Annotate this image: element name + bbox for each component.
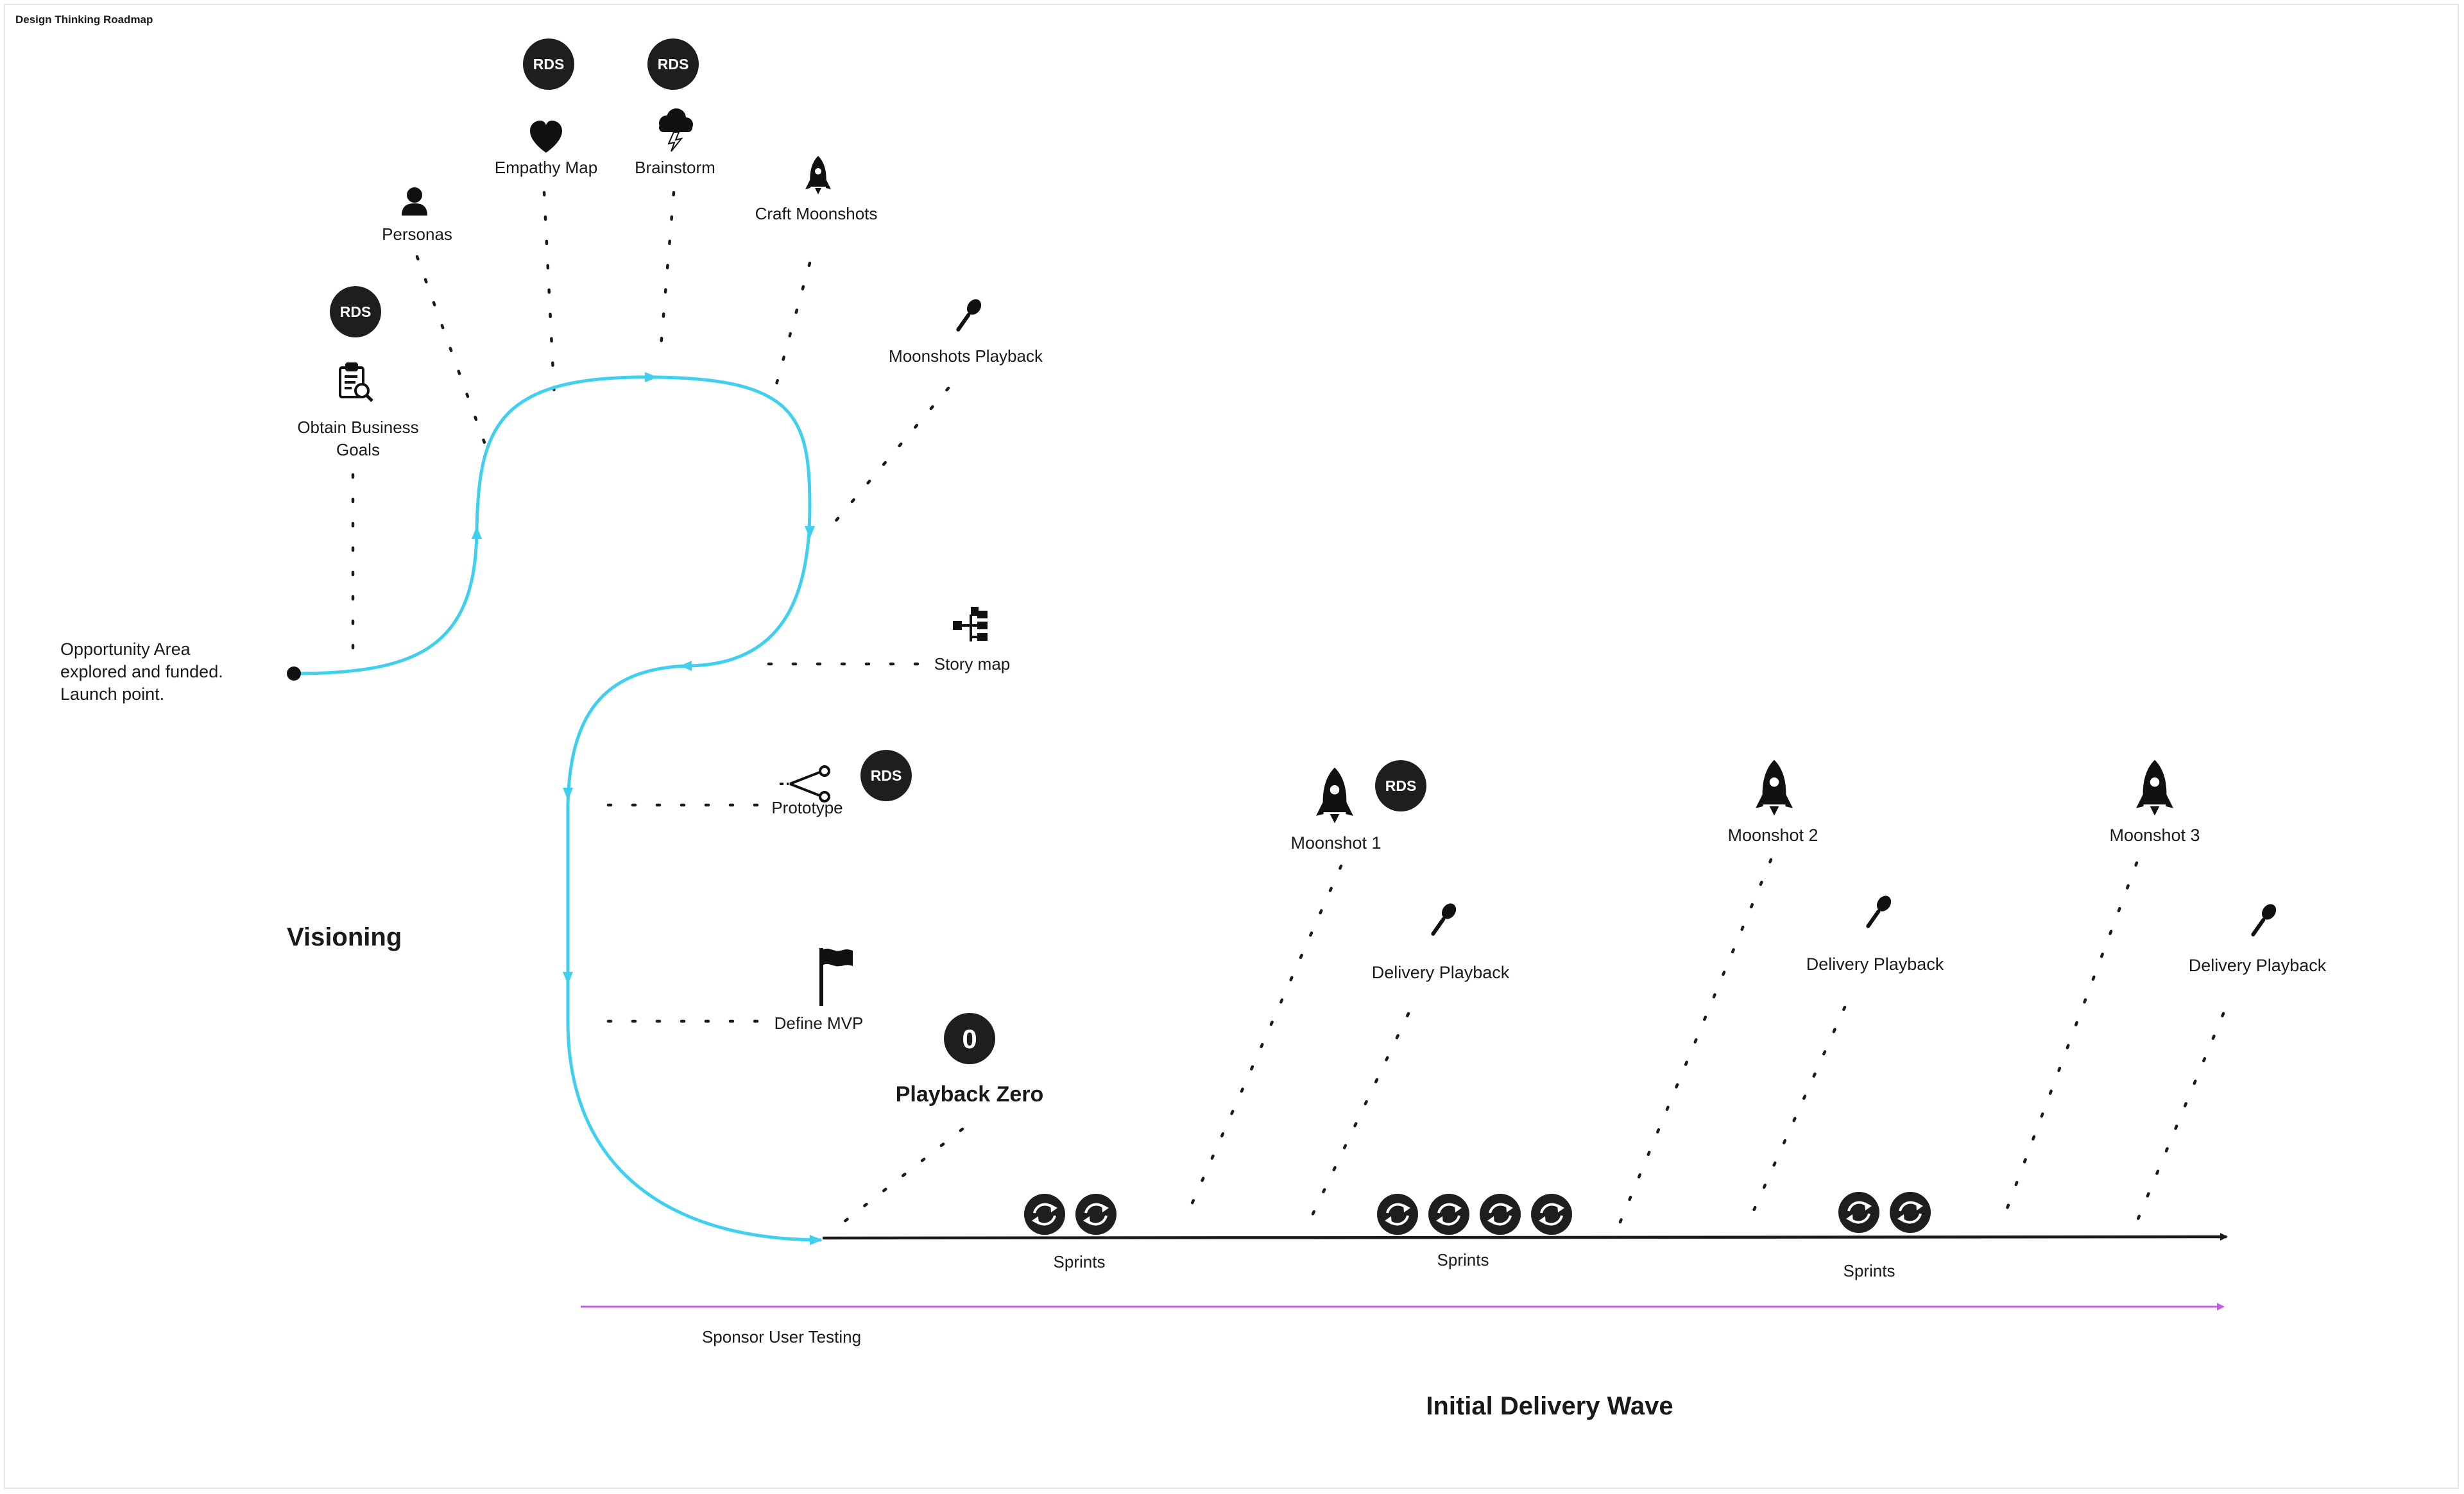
connector-playback-zero bbox=[842, 1127, 964, 1224]
connector-moonshot-1 bbox=[1182, 864, 1343, 1224]
rocket-icon bbox=[2136, 760, 2173, 816]
clipboard-search-icon bbox=[339, 362, 373, 402]
visioning-heading: Visioning bbox=[287, 923, 402, 951]
step-label-define-mvp: Define MVP bbox=[774, 1014, 864, 1033]
scissors-icon bbox=[780, 765, 830, 802]
delivery-playback-label: Delivery Playback bbox=[2189, 956, 2327, 975]
delivery-timeline-arrow bbox=[822, 1233, 2228, 1241]
path-arrow-down-2 bbox=[563, 788, 573, 801]
storm-cloud-icon bbox=[659, 108, 693, 152]
connector-moonshots-playback bbox=[832, 386, 950, 525]
delivery-playback-label: Delivery Playback bbox=[1372, 963, 1510, 982]
launch-text-line-2: explored and funded. bbox=[60, 662, 223, 681]
sprint-cycle-icon bbox=[1838, 1192, 1879, 1233]
sprint-cycle-icon bbox=[1480, 1194, 1521, 1235]
sprint-icons bbox=[1024, 1192, 1931, 1235]
path-arrow-right bbox=[645, 372, 658, 382]
rds-badges: RDS RDS RDS RDS RDS bbox=[330, 38, 1426, 811]
moonshot-label: Moonshot 1 bbox=[1290, 833, 1381, 853]
playback-zero-badge bbox=[944, 1013, 995, 1064]
connector-moonshot-3 bbox=[2000, 861, 2139, 1224]
connectors bbox=[351, 191, 2225, 1224]
initial-delivery-wave-heading: Initial Delivery Wave bbox=[1426, 1392, 1673, 1420]
launch-text-line-1: Opportunity Area bbox=[60, 640, 191, 659]
moonshot-label: Moonshot 2 bbox=[1727, 826, 1818, 845]
hierarchy-icon bbox=[953, 607, 988, 641]
connector-craft-moonshots bbox=[773, 261, 812, 393]
step-label-brainstorm: Brainstorm bbox=[635, 158, 715, 177]
sponsor-user-testing-label: Sponsor User Testing bbox=[702, 1327, 861, 1346]
step-label-craft-moonshots: Craft Moonshots bbox=[755, 204, 878, 223]
moonshot-label: Moonshot 3 bbox=[2109, 826, 2200, 845]
step-label-story-map: Story map bbox=[934, 654, 1011, 674]
step-label-prototype: Prototype bbox=[771, 798, 843, 817]
microphone-icon bbox=[1866, 896, 1892, 928]
rds-badge-prototype: RDS bbox=[860, 750, 912, 801]
rocket-icon bbox=[805, 156, 831, 194]
rds-badge-moonshot-1: RDS bbox=[1375, 760, 1426, 811]
microphone-icon bbox=[956, 299, 982, 332]
connector-brainstorm bbox=[659, 191, 676, 348]
sprint-cycle-icon bbox=[1377, 1194, 1418, 1235]
rds-badge-obtain-business-goals: RDS bbox=[330, 286, 381, 337]
sprint-cycle-icon bbox=[1075, 1194, 1116, 1235]
path-arrow-left bbox=[680, 661, 692, 671]
document-title: Design Thinking Roadmap bbox=[15, 13, 153, 26]
sprints-label: Sprints bbox=[1437, 1250, 1489, 1269]
rds-badge-empathy-map: RDS bbox=[523, 38, 574, 90]
rds-badge-text: RDS bbox=[871, 767, 902, 784]
microphone-icon bbox=[2251, 904, 2277, 937]
connector-empathy-map bbox=[542, 191, 556, 400]
sprint-cycle-icon bbox=[1531, 1194, 1572, 1235]
step-label-obtain-business-goals-2: Goals bbox=[336, 440, 380, 459]
rocket-icon bbox=[1316, 767, 1353, 824]
launch-point-dot bbox=[287, 666, 301, 681]
connector-delivery-playback-1 bbox=[1307, 1012, 1410, 1224]
sprints-label: Sprints bbox=[1844, 1261, 1895, 1280]
visioning-path bbox=[293, 375, 822, 1242]
path-arrow-down bbox=[805, 526, 815, 539]
step-label-moonshots-playback: Moonshots Playback bbox=[889, 346, 1043, 366]
launch-text-line-3: Launch point. bbox=[60, 684, 164, 704]
playback-zero-number: 0 bbox=[962, 1024, 977, 1054]
connector-delivery-playback-3 bbox=[2135, 1012, 2225, 1224]
moonshot-2: Moonshot 2 Delivery Playback Sprints bbox=[1437, 760, 1944, 1269]
moonshot-3: Moonshot 3 Delivery Playback Sprints bbox=[1844, 760, 2327, 1280]
rds-badge-text: RDS bbox=[1385, 777, 1417, 794]
person-icon bbox=[402, 187, 427, 216]
launch-point-text: Opportunity Area explored and funded. La… bbox=[60, 640, 223, 704]
connector-delivery-playback-2 bbox=[1747, 1005, 1847, 1224]
step-label-obtain-business-goals-1: Obtain Business bbox=[297, 418, 418, 437]
sprint-cycle-icon bbox=[1890, 1192, 1931, 1233]
canvas-frame bbox=[4, 4, 2459, 1489]
microphone-icon bbox=[1431, 903, 1457, 936]
step-label-empathy-map: Empathy Map bbox=[495, 158, 597, 177]
heart-icon bbox=[530, 121, 562, 153]
path-arrow-end bbox=[810, 1235, 823, 1245]
step-labels: Obtain Business Goals Personas Empathy M… bbox=[297, 158, 1043, 1033]
sprint-cycle-icon bbox=[1024, 1194, 1065, 1235]
connector-moonshot-2 bbox=[1618, 858, 1773, 1224]
path-arrow-down-3 bbox=[563, 972, 573, 985]
step-label-personas: Personas bbox=[382, 225, 452, 244]
sprints-label: Sprints bbox=[1054, 1252, 1106, 1271]
delivery-playback-label: Delivery Playback bbox=[1806, 955, 1944, 974]
playback-zero-heading: Playback Zero bbox=[896, 1082, 1044, 1107]
sprint-cycle-icon bbox=[1428, 1194, 1469, 1235]
rds-badge-text: RDS bbox=[658, 56, 689, 72]
flag-icon bbox=[819, 948, 853, 1006]
playback-zero: 0 Playback Zero bbox=[896, 1013, 1044, 1107]
connector-personas bbox=[415, 255, 486, 445]
rds-badge-text: RDS bbox=[340, 303, 372, 320]
rocket-icon bbox=[1756, 760, 1793, 816]
moonshot-1: Moonshot 1 Delivery Playback Sprints bbox=[1054, 767, 1510, 1271]
path-arrow-up bbox=[472, 526, 482, 539]
path-direction-arrows bbox=[472, 372, 823, 1245]
rds-badge-text: RDS bbox=[533, 56, 565, 72]
rds-badge-brainstorm: RDS bbox=[647, 38, 699, 90]
